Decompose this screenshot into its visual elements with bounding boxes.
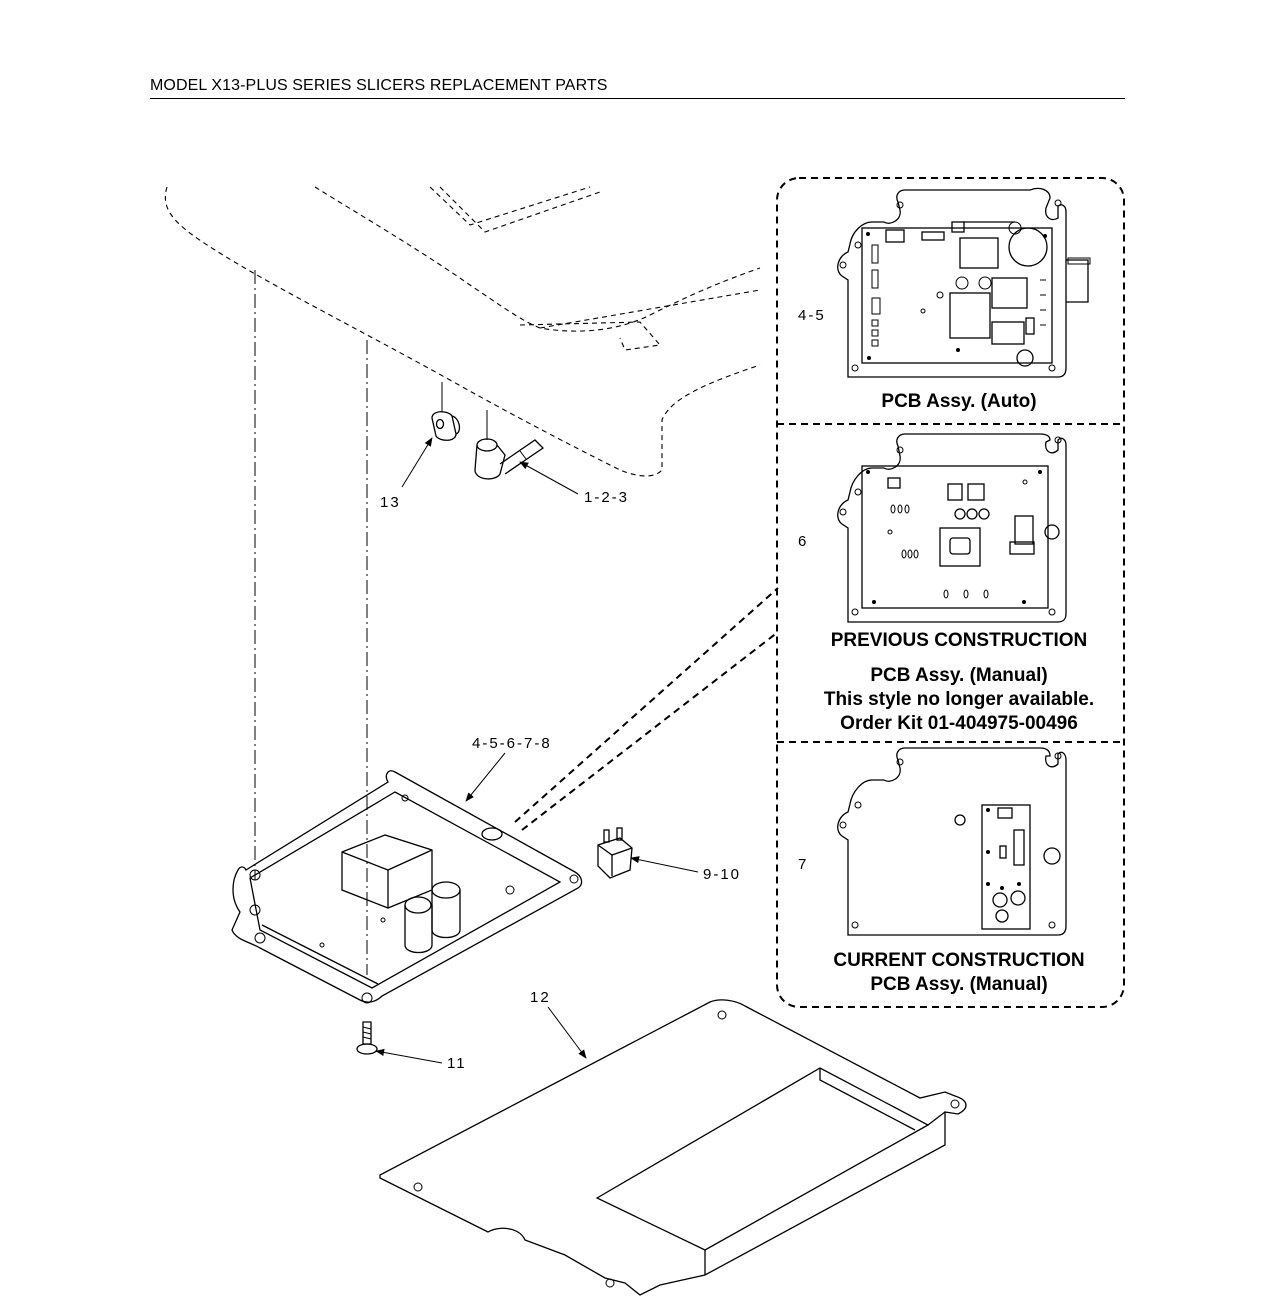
bottom-cover-part-12 [379,999,967,1296]
leader-1-2-3 [519,461,579,495]
leader-4-5-6-7-8 [465,752,506,802]
screw-part-11 [356,1021,378,1055]
leader-13 [401,437,433,488]
leader-9-10 [630,856,699,873]
pcb-current-manual-board [837,747,1067,936]
leader-11 [375,1048,443,1064]
panel-auto-number: 4-5 [798,307,826,324]
detail-panels-frame [776,177,1125,1008]
page-header: MODEL X13-PLUS SERIES SLICERS REPLACEMEN… [150,77,1125,99]
pcb-mounting-plate [231,770,583,1004]
detail-link-upper [514,587,779,823]
panel-previous-number: 6 [798,533,808,550]
callout-1-2-3: 1-2-3 [584,489,629,506]
panel-previous-line2: PCB Assy. (Manual) [870,665,1047,686]
panel-current-number: 7 [798,856,808,873]
slicer-base-outline [164,186,761,477]
callout-11: 11 [447,1055,467,1072]
panel-previous-line4: Order Kit 01-404975-00496 [840,713,1078,734]
grommet-part-13 [431,382,461,441]
panel-current-line1: CURRENT CONSTRUCTION [833,950,1084,971]
callout-4-5-6-7-8: 4-5-6-7-8 [472,735,552,752]
callout-9-10: 9-10 [703,866,741,883]
callout-13: 13 [380,494,401,511]
panel-previous-line3: This style no longer available. [824,689,1094,710]
leader-12 [547,1006,587,1059]
callout-12: 12 [530,989,551,1006]
panel-auto-title: PCB Assy. (Auto) [881,391,1036,412]
connector-part-1-2-3 [474,410,545,480]
relay-part-9-10 [597,827,633,879]
detail-link-lower [521,631,779,831]
panel-previous-line1: PREVIOUS CONSTRUCTION [831,630,1088,651]
pcb-previous-manual-board [837,433,1067,623]
panel-current-line2: PCB Assy. (Manual) [870,974,1047,995]
pcb-auto-board [837,187,1091,378]
